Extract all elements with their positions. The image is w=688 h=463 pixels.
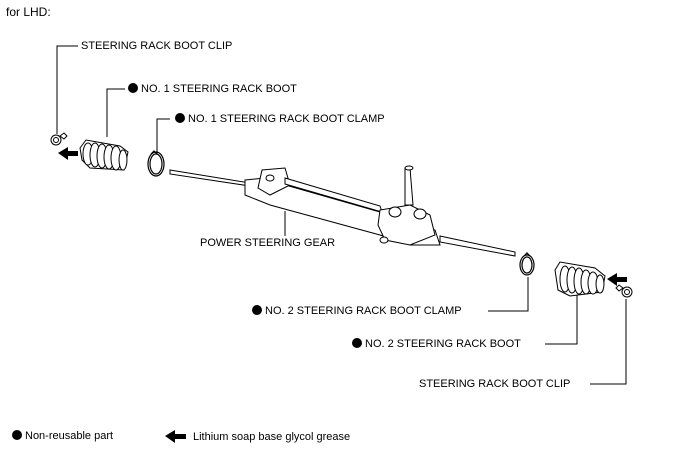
label-steering-rack-boot-clip-1: STEERING RACK BOOT CLIP (81, 40, 233, 52)
legend-text: Non-reusable part (25, 430, 114, 442)
legend-non-reusable: Non-reusable part (12, 430, 113, 443)
non-reusable-dot-icon (352, 338, 362, 348)
label-power-steering-gear: POWER STEERING GEAR (200, 237, 336, 249)
grease-arrow-right (607, 273, 627, 286)
no1-steering-rack-boot (79, 139, 129, 171)
no2-steering-rack-boot (554, 261, 606, 297)
label-no1-steering-rack-boot-clamp: NO. 1 STEERING RACK BOOT CLAMP (175, 113, 385, 126)
label-text: NO. 1 STEERING RACK BOOT (141, 83, 297, 95)
label-steering-rack-boot-clip-2: STEERING RACK BOOT CLIP (419, 378, 571, 390)
non-reusable-dot-icon (12, 430, 22, 440)
non-reusable-dot-icon (128, 83, 138, 93)
leader-clamp-2 (488, 277, 529, 312)
leader-clamp-1 (156, 118, 170, 154)
leader-clip-2 (590, 299, 627, 385)
page-title: for LHD: (6, 5, 51, 19)
no2-steering-rack-boot-clamp (519, 252, 535, 276)
legend-grease-arrow-icon (165, 430, 186, 443)
label-text: NO. 2 STEERING RACK BOOT (365, 338, 521, 350)
steering-rack-boot-clip-1 (50, 132, 68, 146)
non-reusable-dot-icon (252, 305, 262, 315)
label-no2-steering-rack-boot: NO. 2 STEERING RACK BOOT (352, 338, 521, 351)
label-no2-steering-rack-boot-clamp: NO. 2 STEERING RACK BOOT CLAMP (252, 305, 462, 318)
leader-boot-2 (545, 293, 578, 345)
no1-steering-rack-boot-clamp (147, 150, 165, 177)
legend-grease: Lithium soap base glycol grease (193, 431, 351, 443)
non-reusable-dot-icon (175, 113, 185, 123)
grease-arrow-left (58, 147, 78, 160)
label-text: NO. 1 STEERING RACK BOOT CLAMP (188, 113, 385, 125)
power-steering-gear (169, 165, 516, 257)
leader-clip-1 (56, 45, 78, 134)
steering-rack-boot-clip-2 (615, 284, 633, 298)
label-text: NO. 2 STEERING RACK BOOT CLAMP (265, 305, 462, 317)
leader-boot-1 (106, 88, 125, 137)
label-no1-steering-rack-boot: NO. 1 STEERING RACK BOOT (128, 83, 297, 96)
